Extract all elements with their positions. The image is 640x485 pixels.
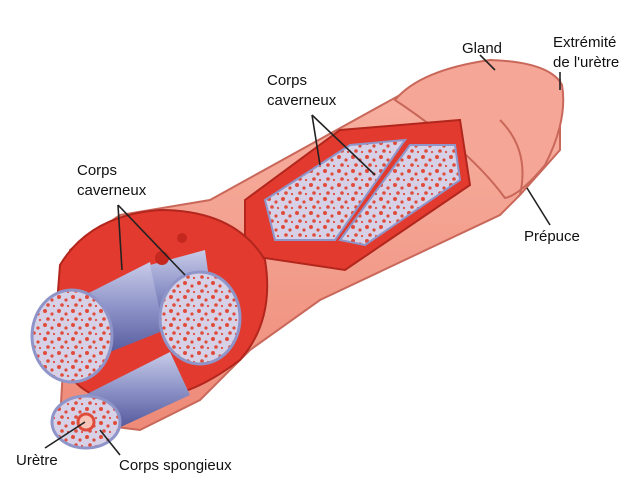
left-cc-face [30,288,114,384]
label-gland: Gland [462,40,503,57]
label-corps-spongieux: Corps spongieux [119,457,232,474]
leader-cc-top-a [311,114,321,166]
label-cc-top-2: caverneux [267,92,337,109]
label-uretre: Urètre [16,452,58,469]
dorsal-vessel-2 [177,233,187,243]
label-cc-left-2: caverneux [77,182,147,199]
label-cc-left-1: Corps [77,162,118,179]
leader-gland [479,54,496,71]
prepuce-fold [499,119,524,196]
leader-cc-top-b [311,114,376,176]
long-cc-2 [338,144,462,247]
dorsal-vessel [155,251,169,265]
label-urethra-tip-1: Extrémité [553,34,617,51]
label-cc-top-1: Corps [267,72,308,89]
urethra-lumen [76,412,96,432]
leader-cs [99,429,121,456]
long-cc-1 [263,138,408,241]
right-cc-face [158,270,242,366]
label-urethra-tip-2: de l'urètre [553,54,620,71]
leader-prepuce [526,187,551,226]
label-prepuce: Prépuce [524,228,580,245]
leader-cc-left-a [117,204,123,271]
leader-uretre [44,421,86,449]
leader-cc-left-b [117,204,186,276]
